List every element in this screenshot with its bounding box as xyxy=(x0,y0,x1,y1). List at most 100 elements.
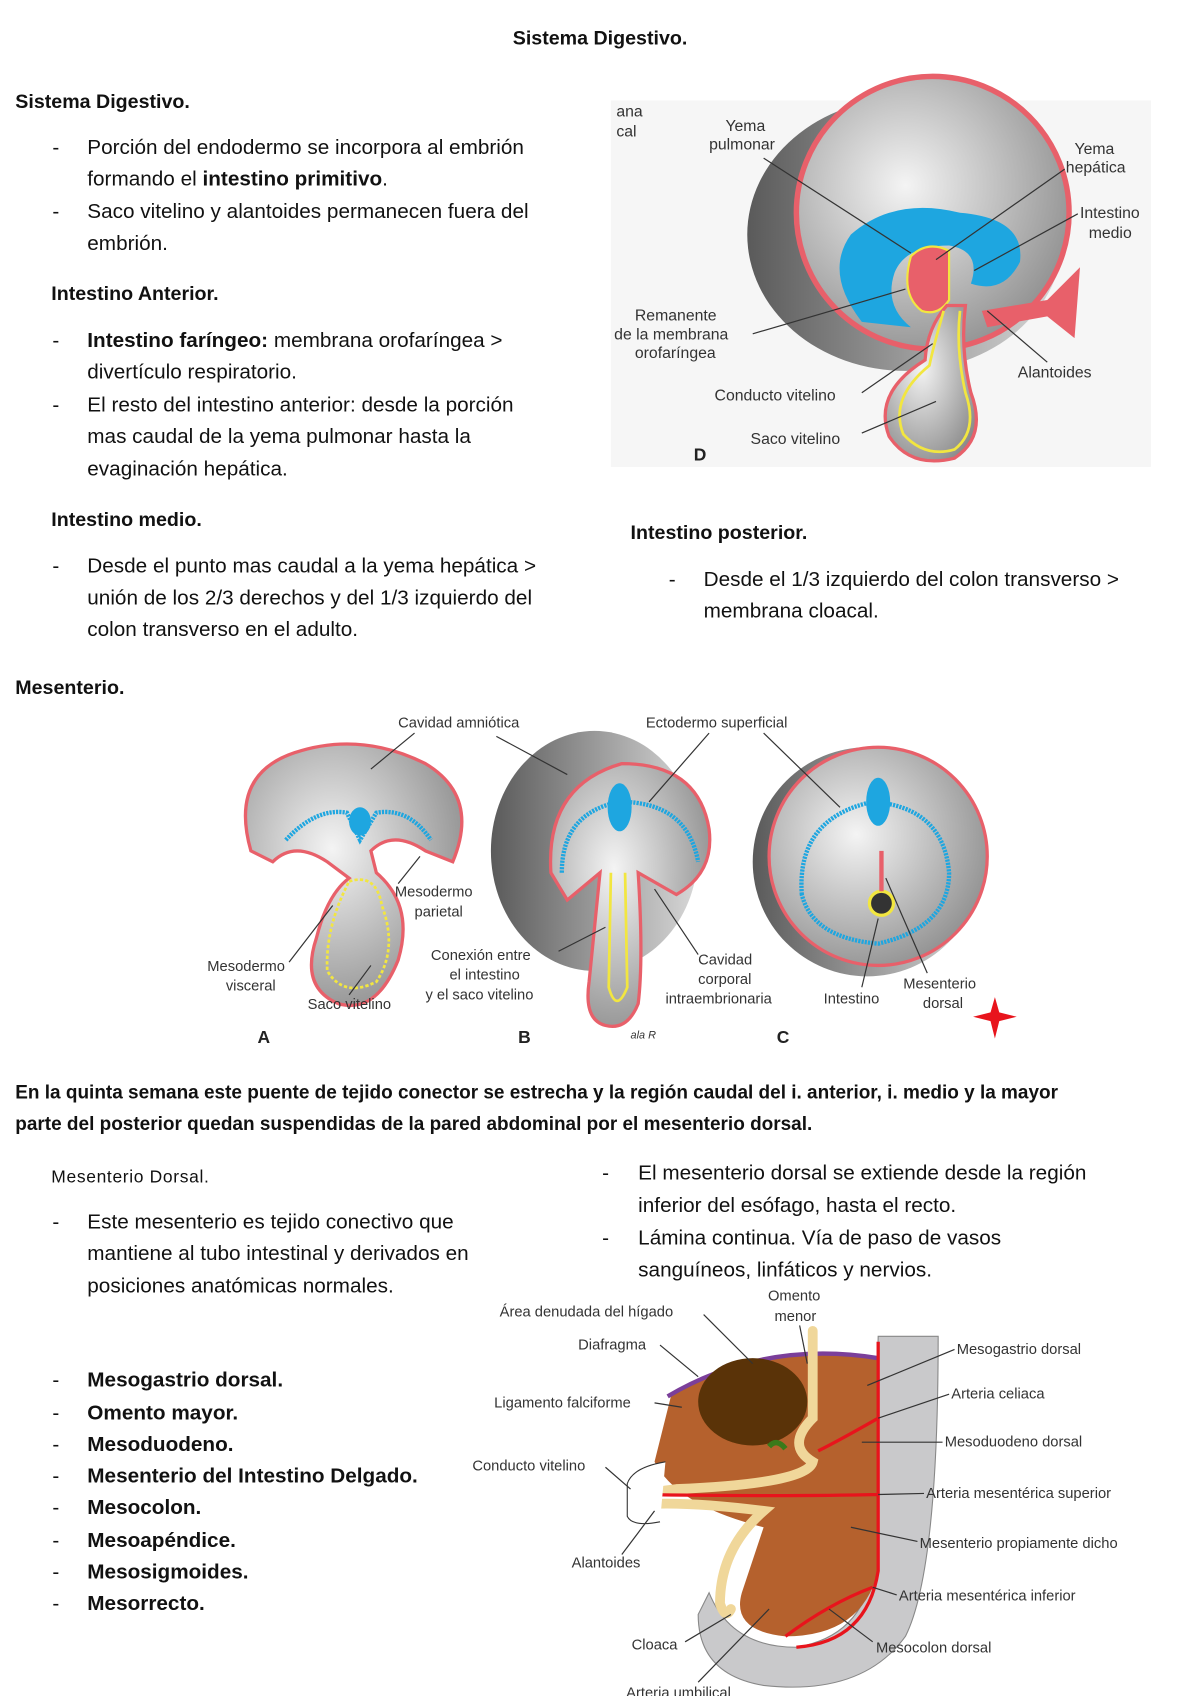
leader-line xyxy=(370,732,415,770)
diaphragm xyxy=(666,1351,879,1399)
bold-text: intestino primitivo xyxy=(202,167,383,191)
bullet-text: sanguíneos, linfáticos y nervios. xyxy=(638,1258,932,1282)
label-saco-vitelino: Saco vitelino xyxy=(751,431,841,448)
leader-line xyxy=(397,855,421,885)
bullet-dash: - xyxy=(52,1529,60,1553)
label-arteria-mesenterica-superior: Arteria mesentérica superior xyxy=(926,1486,1111,1502)
label-cavidad-corporal: Cavidad xyxy=(698,952,752,968)
endoderm-line xyxy=(898,310,972,454)
arteries xyxy=(638,1341,880,1649)
leader-line xyxy=(288,905,334,963)
label-mesocolon-dorsal: Mesocolon dorsal xyxy=(876,1641,991,1657)
leader-line xyxy=(885,877,928,974)
label-intestino-medio: medio xyxy=(1089,225,1132,242)
label-arteria-mesenterica-inferior: Arteria mesentérica inferior xyxy=(899,1588,1076,1604)
leader-line xyxy=(654,888,699,955)
label-mesenterio-propiamente-dicho: Mesenterio propiamente dicho xyxy=(920,1536,1118,1552)
list-item: Mesenterio del Intestino Delgado. xyxy=(87,1465,418,1488)
label-area-denudada: Área denudada del hígado xyxy=(500,1304,674,1321)
list-item: Mesosigmoides. xyxy=(87,1561,249,1584)
bullet-text: membrana cloacal. xyxy=(703,599,879,623)
leader-line xyxy=(558,926,606,952)
bullet-dash: - xyxy=(52,1496,60,1520)
foregut xyxy=(906,245,951,314)
label-mesenterio-dorsal: Mesenterio xyxy=(903,976,976,992)
label-conducto-vitelino: Conducto vitelino xyxy=(472,1459,585,1475)
label-omento-menor: menor xyxy=(775,1309,817,1325)
label-alantoides: Alantoides xyxy=(572,1556,641,1572)
label-ectodermo-superficial: Ectodermo superficial xyxy=(646,716,788,732)
bullet-dash: - xyxy=(602,1227,610,1251)
leader-line xyxy=(861,343,934,394)
leader-line xyxy=(828,1608,874,1643)
bullet-text: Lámina continua. Vía de paso de vasos xyxy=(638,1227,1002,1251)
bullet-text: embrión. xyxy=(87,232,168,256)
leader-line xyxy=(763,732,841,808)
gut-b xyxy=(607,872,629,1003)
leader-line xyxy=(872,1586,897,1596)
paragraph-line: En la quinta semana este puente de tejid… xyxy=(15,1081,1059,1103)
label-conexion: y el saco vitelino xyxy=(425,987,533,1003)
label-yema-pulmonar: Yema xyxy=(725,118,765,135)
intestine-c xyxy=(867,889,896,917)
bullet-dash: - xyxy=(52,555,60,579)
section-heading-sistema-digestivo: Sistema Digestivo. xyxy=(15,90,190,113)
leader-line xyxy=(659,1344,699,1378)
bullet-dash: - xyxy=(52,200,60,224)
bullet-dash: - xyxy=(52,1401,60,1425)
leader-line xyxy=(648,732,710,803)
bullet-text: divertículo respiratorio. xyxy=(87,361,297,384)
bullet-text: Intestino faríngeo: membrana orofaríngea… xyxy=(87,329,502,353)
leader-line xyxy=(973,213,1079,272)
figure-dorsal-mesentery: Área denudada del hígado Omento menor Di… xyxy=(472,1288,1117,1696)
label-remanente: orofaríngea xyxy=(635,345,716,362)
bullet-text: Desde el 1/3 izquierdo del colon transve… xyxy=(703,568,1120,592)
leader-line xyxy=(799,1325,808,1364)
label-cavidad-amniotica: Cavidad amniótica xyxy=(398,716,520,732)
label-arteria-umbilical: Arteria umbilical xyxy=(626,1685,731,1696)
leader-line xyxy=(752,288,906,335)
liver xyxy=(698,1358,808,1446)
bullet-text: inferior del esófago, hasta el recto. xyxy=(638,1194,957,1218)
paragraph-line: parte del posterior quedan suspendidas d… xyxy=(15,1112,813,1135)
list-item: Mesoduodeno. xyxy=(87,1433,234,1457)
label-remanente: Remanente xyxy=(635,308,717,325)
bullet-dash: - xyxy=(52,136,60,160)
embryo-c xyxy=(767,745,989,968)
panel-label-d: D xyxy=(694,444,707,464)
bullet-text: Saco vitelino y alantoides permanecen fu… xyxy=(87,200,529,224)
label-mesodermo-parietal: Mesodermo xyxy=(395,885,473,901)
leader-line xyxy=(496,735,568,776)
text: formando el xyxy=(87,167,203,191)
label-yema-pulmonar: pulmonar xyxy=(709,136,775,153)
bullet-text: Este mesenterio es tejido conectivo que xyxy=(87,1210,454,1234)
leader-line xyxy=(861,400,937,434)
figure-d-embryo: ana cal Yema pulmonar Yema hepática Inte… xyxy=(610,73,1151,467)
leader-line xyxy=(867,1348,955,1386)
leader-line xyxy=(703,1314,754,1365)
neural-tube-a xyxy=(349,807,371,836)
embryo-a xyxy=(243,742,464,1008)
bullet-dash: - xyxy=(668,568,676,592)
bullet-dash: - xyxy=(52,1210,60,1234)
label-intestino-medio: Intestino xyxy=(1080,205,1140,222)
section-heading-intestino-anterior: Intestino Anterior. xyxy=(51,282,219,305)
label-omento-menor: Omento xyxy=(768,1288,820,1304)
bullet-text: Porción del endodermo se incorpora al em… xyxy=(87,136,524,160)
label-yema-hepatica: hepática xyxy=(1066,159,1126,176)
leader-line xyxy=(654,1402,682,1408)
label-mesenterio-dorsal: dorsal xyxy=(923,996,963,1012)
bullet-text: El resto del intestino anterior: desde l… xyxy=(87,393,514,417)
label-cavidad-corporal: intraembrionaria xyxy=(665,992,772,1008)
bullet-dash: - xyxy=(52,1561,60,1584)
bold-text: Intestino faríngeo: xyxy=(87,329,269,353)
label-remanente: de la membrana xyxy=(614,326,728,343)
bullet-text: unión de los 2/3 derechos y del 1/3 izqu… xyxy=(87,586,533,610)
embryo-b xyxy=(548,761,712,1028)
panel-label-b: B xyxy=(518,1027,531,1047)
label-mesogastrio-dorsal: Mesogastrio dorsal xyxy=(957,1342,1081,1358)
list-item: Mesorrecto. xyxy=(87,1592,205,1616)
label-cavidad-corporal: corporal xyxy=(698,972,751,988)
